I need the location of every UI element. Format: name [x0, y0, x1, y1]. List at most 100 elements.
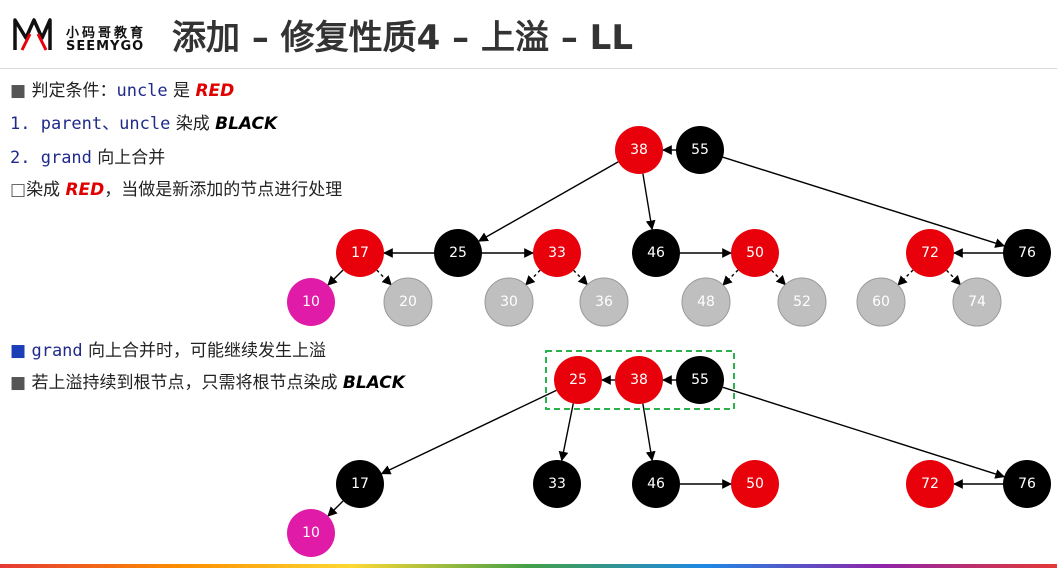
- tree-edge: [897, 269, 914, 286]
- tree-node-label: 76: [1018, 476, 1036, 492]
- rule-step-1: 1. parent、uncle 染成 BLACK: [10, 113, 277, 135]
- tree-node: 33: [533, 460, 581, 508]
- tree-node-circle: [615, 356, 663, 404]
- tree-node-circle: [906, 229, 954, 277]
- tree-node: 55: [676, 126, 724, 174]
- tree-node: 10: [287, 509, 335, 557]
- tree-edge: [642, 173, 656, 231]
- note-merge-text: 向上合并时，可能继续发生上溢: [82, 341, 327, 361]
- tree-edge: [771, 269, 787, 286]
- tree-node: 72: [906, 460, 954, 508]
- rule-condition-code: uncle: [116, 81, 168, 101]
- tree-node-circle: [484, 277, 534, 327]
- tree-node: 10: [287, 278, 335, 326]
- tree-edge: [722, 386, 1006, 479]
- tree-node-label: 25: [449, 245, 467, 261]
- tree-node: 38: [615, 126, 663, 174]
- tree-node-circle: [731, 229, 779, 277]
- rule-step-3: □染成 RED，当做是新添加的节点进行处理: [10, 179, 342, 201]
- tree-node-label: 76: [1018, 245, 1036, 261]
- rule-step-2-code: grand: [40, 148, 92, 168]
- tree-node-circle: [1003, 229, 1051, 277]
- tree-node-label: 46: [647, 476, 665, 492]
- tree-node-label: 72: [921, 245, 939, 261]
- tree-node: 33: [533, 229, 581, 277]
- rule-condition-red: RED: [195, 81, 235, 101]
- tree-node-circle: [676, 356, 724, 404]
- tree-node-label: 55: [691, 142, 709, 158]
- tree-node: 25: [554, 356, 602, 404]
- tree-node-circle: [681, 277, 731, 327]
- tree-node: 17: [336, 460, 384, 508]
- tree-node-circle: [731, 460, 779, 508]
- title-divider: [0, 68, 1057, 69]
- tree-node-circle: [336, 229, 384, 277]
- square-bullet-icon: ■: [10, 81, 27, 101]
- tree-node-circle: [777, 277, 827, 327]
- tree-node: 74: [952, 277, 1002, 327]
- tree-node: 48: [681, 277, 731, 327]
- tree-node-label: 52: [793, 294, 811, 310]
- tree-edge: [525, 269, 541, 286]
- tree-node-circle: [434, 229, 482, 277]
- tree-node-label: 33: [548, 476, 566, 492]
- tree-node: 50: [731, 460, 779, 508]
- tree-node-label: 17: [351, 476, 369, 492]
- tree-node: 20: [383, 277, 433, 327]
- rule-step-2-num: 2.: [10, 148, 41, 168]
- tree-node-label: 46: [647, 245, 665, 261]
- tree-node-label: 55: [691, 372, 709, 388]
- note-root: ■ 若上溢持续到根节点，只需将根节点染成 BLACK: [10, 372, 405, 394]
- tree-node-label: 17: [351, 245, 369, 261]
- note-root-text: 若上溢持续到根节点，只需将根节点染成: [31, 373, 343, 393]
- tree-node: 76: [1003, 460, 1051, 508]
- tree-node-circle: [615, 126, 663, 174]
- tree-node-label: 50: [746, 476, 764, 492]
- tree-node-label: 74: [968, 294, 986, 310]
- merged-node-box: [545, 350, 735, 410]
- tree-node-circle: [632, 460, 680, 508]
- tree-node-label: 50: [746, 245, 764, 261]
- tree-edge: [946, 269, 962, 286]
- tree-node-circle: [579, 277, 629, 327]
- tree-edge: [722, 156, 1006, 248]
- tree-node: 52: [777, 277, 827, 327]
- tree-node-circle: [856, 277, 906, 327]
- square-bullet-icon: ■: [10, 341, 27, 361]
- rule-step-1-code: parent、uncle: [40, 114, 171, 134]
- tree-node-label: 60: [872, 294, 890, 310]
- rule-step-3-prefix: 染成: [26, 180, 66, 200]
- tree-edge: [558, 403, 574, 462]
- note-root-black: BLACK: [342, 373, 405, 393]
- tree-node-label: 10: [302, 525, 320, 541]
- tree-node-label: 38: [630, 142, 648, 158]
- rule-condition-prefix: 判定条件：: [31, 81, 117, 101]
- tree-node-label: 36: [595, 294, 613, 310]
- tree-node-circle: [383, 277, 433, 327]
- tree-edge: [573, 269, 589, 286]
- tree-node: 46: [632, 460, 680, 508]
- tree-node-label: 38: [630, 372, 648, 388]
- rule-step-1-black: BLACK: [215, 114, 278, 134]
- tree-node-circle: [287, 278, 335, 326]
- tree-node: 25: [434, 229, 482, 277]
- tree-node: 30: [484, 277, 534, 327]
- tree-edge: [327, 269, 344, 286]
- tree-edge: [642, 403, 656, 462]
- tree-node-label: 72: [921, 476, 939, 492]
- tree-edge: [376, 269, 392, 286]
- rule-condition-mid: 是: [167, 81, 196, 101]
- tree-node-label: 10: [302, 294, 320, 310]
- tree-node: 36: [579, 277, 629, 327]
- tree-edge: [722, 269, 739, 286]
- rule-step-1-mid: 染成: [170, 114, 216, 134]
- tree-node: 72: [906, 229, 954, 277]
- tree-node-label: 30: [500, 294, 518, 310]
- tree-node-label: 20: [399, 294, 417, 310]
- bottom-color-bar: [0, 564, 1057, 568]
- tree-node-label: 33: [548, 245, 566, 261]
- tree-node-circle: [533, 229, 581, 277]
- tree-node: 60: [856, 277, 906, 327]
- tree-edge: [380, 389, 557, 475]
- tree-node-circle: [554, 356, 602, 404]
